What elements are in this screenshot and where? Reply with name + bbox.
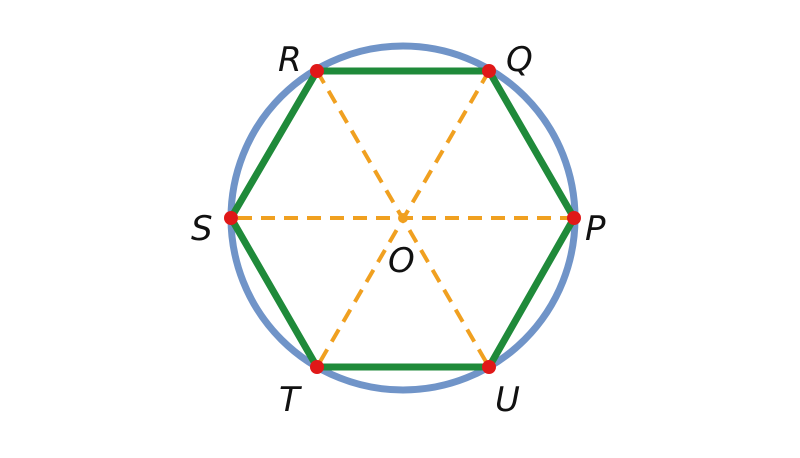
point-labels: P Q R S T U O bbox=[191, 40, 606, 420]
vertex-point-s bbox=[224, 211, 238, 225]
vertex-point-t bbox=[310, 360, 324, 374]
vertex-point-p bbox=[567, 211, 581, 225]
center-dot bbox=[398, 213, 408, 223]
vertex-label-u: U bbox=[495, 380, 520, 420]
hexagon-vertices bbox=[224, 64, 581, 374]
vertex-label-t: T bbox=[279, 380, 302, 420]
vertex-label-r: R bbox=[278, 40, 302, 80]
center-label-o: O bbox=[388, 241, 415, 281]
vertex-point-q bbox=[482, 64, 496, 78]
center-point-o bbox=[398, 213, 408, 223]
vertex-point-r bbox=[310, 64, 324, 78]
vertex-label-p: P bbox=[585, 209, 606, 249]
vertex-label-q: Q bbox=[506, 40, 533, 80]
vertex-label-s: S bbox=[191, 209, 213, 249]
vertex-point-u bbox=[482, 360, 496, 374]
